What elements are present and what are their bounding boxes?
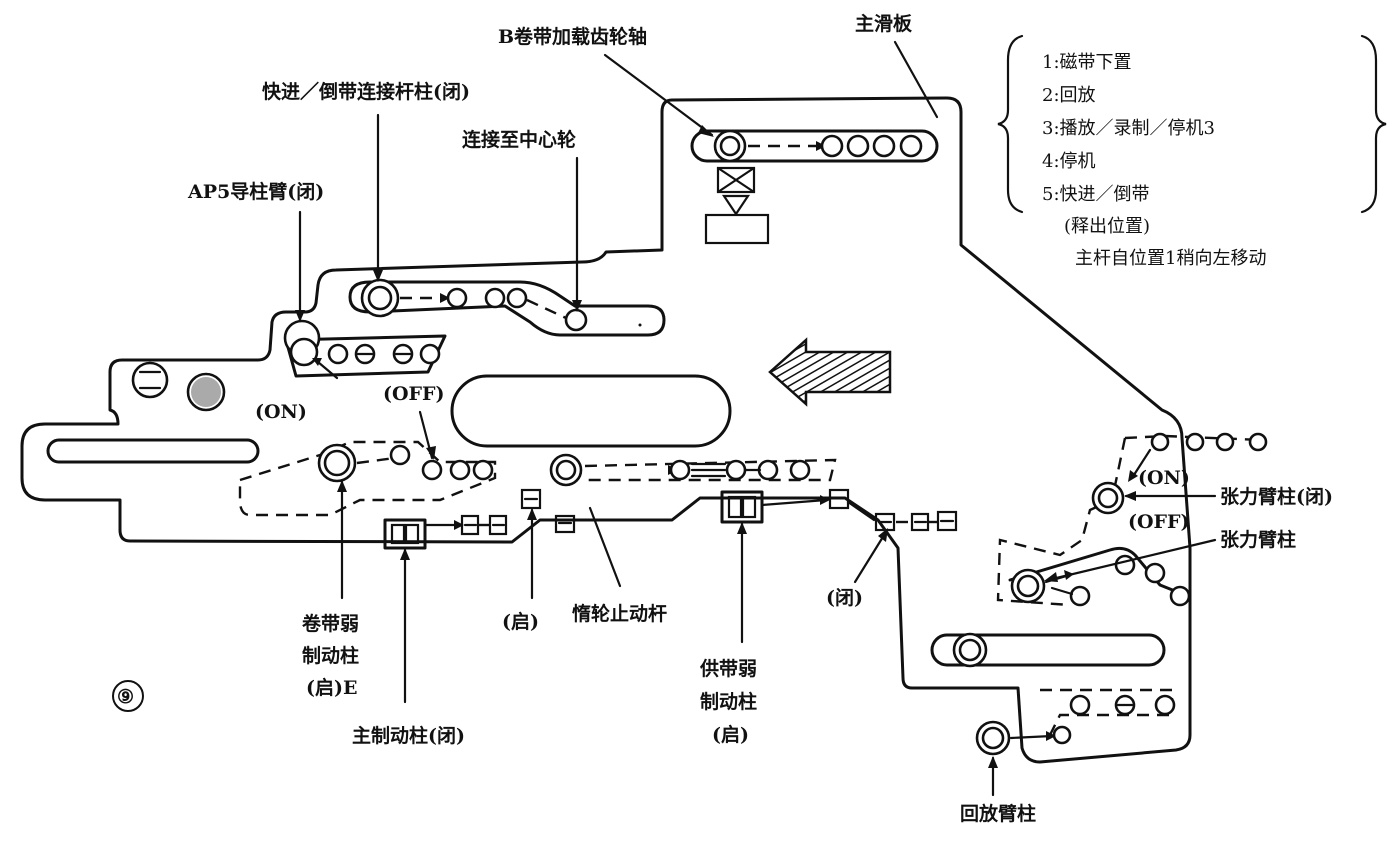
label-open-small: (启) bbox=[502, 610, 539, 633]
label-tension-arm-pin: 张力臂柱 bbox=[1220, 528, 1296, 551]
label-b-gear-shaft: B卷带加载齿轮轴 bbox=[498, 25, 647, 48]
rewind-arm-assembly bbox=[975, 688, 1176, 756]
figure-number-circle bbox=[112, 680, 144, 712]
center-slot bbox=[450, 374, 732, 448]
legend-right-brace bbox=[1360, 34, 1387, 214]
label-main-slider: 主滑板 bbox=[855, 12, 913, 35]
right-lower-slot bbox=[930, 632, 1166, 668]
legend-item-4: 4:停机 bbox=[1042, 151, 1096, 172]
ff-rew-link-rail bbox=[348, 278, 666, 337]
gear-shaft-rail bbox=[690, 129, 939, 163]
label-on-left: (ON) bbox=[255, 401, 307, 423]
legend-item-3: 3:播放／录制／停机3 bbox=[1042, 118, 1215, 139]
tension-arm-assembly bbox=[996, 432, 1268, 607]
label-takeup-soft-brake-1: 卷带弱 bbox=[301, 612, 359, 635]
idler-stop-rail bbox=[549, 453, 837, 487]
leader-arrowheads bbox=[295, 125, 1136, 768]
idler-pin-boxes bbox=[520, 488, 576, 534]
label-closed-small: (闭) bbox=[826, 587, 863, 609]
label-tension-arm-pin-closed: 张力臂柱(闭) bbox=[1220, 485, 1333, 508]
drive-symbol bbox=[704, 166, 770, 245]
legend-left-brace bbox=[997, 34, 1024, 214]
legend-note-move: 主杆自位置1稍向左移动 bbox=[1075, 248, 1266, 269]
left-holes bbox=[131, 361, 226, 412]
label-main-brake: 主制动柱(闭) bbox=[352, 724, 465, 747]
label-off-right: (OFF) bbox=[1128, 511, 1190, 533]
legend-item-5: 5:快进／倒带 bbox=[1042, 184, 1150, 205]
main-brake-assembly bbox=[383, 514, 508, 550]
label-figure-number: ⑨ bbox=[117, 686, 134, 708]
label-rewind-arm-pin: 回放臂柱 bbox=[960, 802, 1036, 825]
ap5-guide-arm bbox=[283, 319, 447, 378]
movement-arrow bbox=[768, 337, 892, 407]
left-slot bbox=[46, 438, 260, 464]
takeup-brake-assembly bbox=[238, 440, 497, 517]
label-to-center-wheel: 连接至中心轮 bbox=[462, 128, 576, 151]
label-off-left: (OFF) bbox=[383, 383, 445, 405]
legend-note-release: (释出位置) bbox=[1064, 216, 1150, 237]
label-on-right: (ON) bbox=[1138, 467, 1190, 489]
label-supply-soft-brake-1: 供带弱 bbox=[699, 657, 757, 680]
label-supply-soft-brake-3: (启) bbox=[712, 723, 749, 746]
label-ff-rew-pin: 快进／倒带连接杆柱(闭) bbox=[262, 80, 470, 103]
supply-brake-assembly bbox=[720, 488, 958, 532]
positions-legend: 1:磁带下置 2:回放 3:播放／录制／停机3 4:停机 5:快进／倒带 (释出… bbox=[1042, 52, 1266, 269]
label-idler-stop-lever: 惰轮止动杆 bbox=[572, 602, 667, 625]
label-supply-soft-brake-2: 制动柱 bbox=[700, 690, 757, 713]
main-slider-outline bbox=[20, 96, 1192, 764]
legend-item-1: 1:磁带下置 bbox=[1042, 52, 1132, 73]
label-takeup-soft-brake-2: 制动柱 bbox=[302, 644, 359, 667]
leader-lines bbox=[298, 40, 1217, 797]
label-ap5-arm: AP5导柱臂(闭) bbox=[187, 180, 324, 203]
label-takeup-soft-brake-3: (启)E bbox=[306, 676, 357, 699]
legend-item-2: 2:回放 bbox=[1042, 85, 1096, 106]
